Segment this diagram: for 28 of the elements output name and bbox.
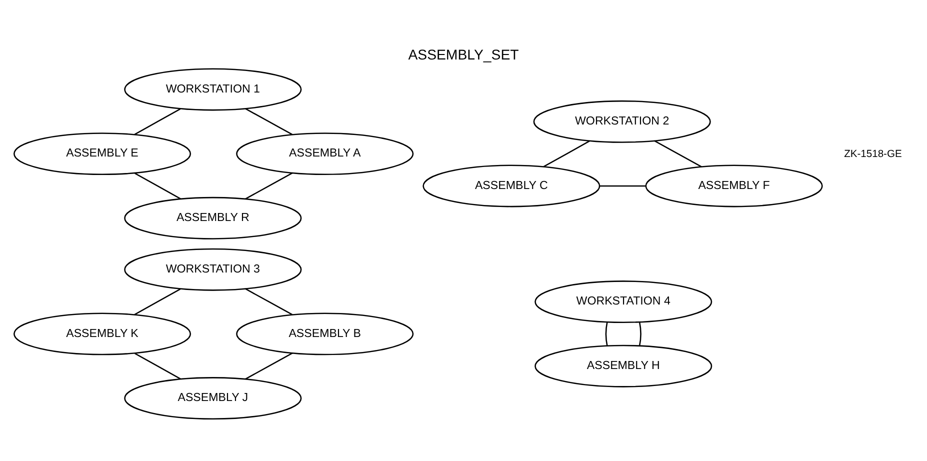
node-ellipse: ASSEMBLY A xyxy=(236,132,414,175)
node-ellipse: WORKSTATION 4 xyxy=(534,280,712,322)
connector xyxy=(638,322,642,346)
connector xyxy=(244,108,292,135)
node-ellipse: ASSEMBLY C xyxy=(422,164,600,207)
connector xyxy=(134,288,181,315)
label: ZK-1518-GE xyxy=(844,148,902,160)
connector xyxy=(134,108,181,135)
connector xyxy=(605,322,608,346)
node-ellipse: ASSEMBLY H xyxy=(534,344,712,387)
connector xyxy=(245,172,293,199)
node-ellipse: ASSEMBLY K xyxy=(13,312,192,355)
connector xyxy=(600,184,646,186)
connector xyxy=(134,352,181,379)
node-ellipse: ASSEMBLY J xyxy=(124,376,302,419)
diagram-title: ASSEMBLY_SET xyxy=(408,46,519,62)
node-ellipse: ASSEMBLY B xyxy=(236,312,414,355)
connector xyxy=(134,172,181,199)
connector xyxy=(244,288,292,315)
node-ellipse: WORKSTATION 1 xyxy=(124,68,302,110)
connector xyxy=(245,352,293,379)
node-ellipse: ASSEMBLY F xyxy=(645,164,823,207)
node-ellipse: ASSEMBLY R xyxy=(124,196,302,239)
node-ellipse: WORKSTATION 2 xyxy=(533,100,711,142)
connector xyxy=(654,140,702,167)
connector xyxy=(543,140,590,167)
node-ellipse: ASSEMBLY E xyxy=(13,132,192,175)
node-ellipse: WORKSTATION 3 xyxy=(124,248,302,290)
